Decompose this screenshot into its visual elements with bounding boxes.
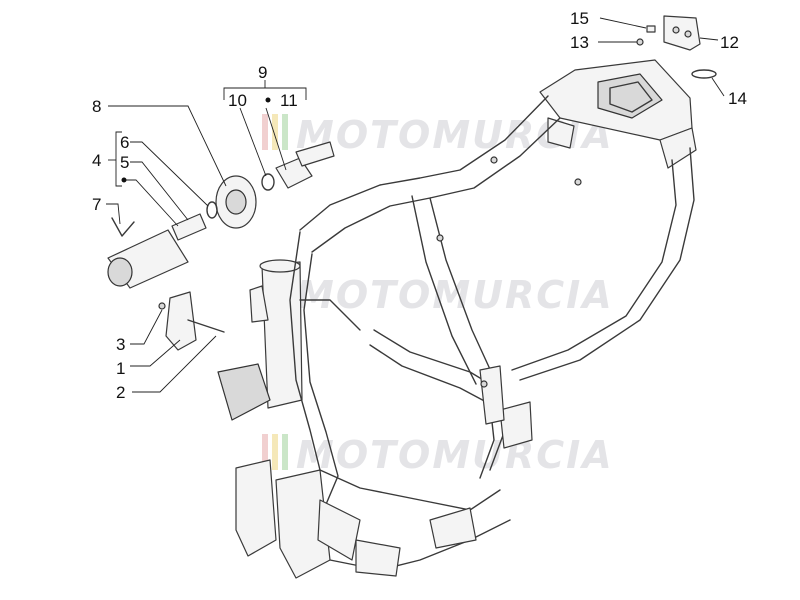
leader-lines [106, 17, 725, 393]
dot-marker [121, 177, 127, 183]
callouts: 15 13 12 14 9 10 11 8 6 4 5 7 3 1 2 [92, 9, 747, 402]
part-13-screw [636, 38, 644, 46]
callout-2: 2 [116, 383, 125, 402]
callout-3: 3 [116, 335, 125, 354]
callout-7: 7 [92, 195, 101, 214]
part-3-lever [158, 291, 197, 351]
dot-marker [265, 97, 271, 103]
scooter-frame [217, 59, 697, 579]
part-14-clip-ring [691, 69, 717, 79]
callout-9: 9 [258, 63, 267, 82]
callout-14: 14 [728, 89, 747, 108]
part-8-hub [215, 175, 257, 229]
callout-13: 13 [570, 33, 589, 52]
part-12-bracket [663, 15, 701, 51]
callout-8: 8 [92, 97, 101, 116]
watermark-bottom: MOTOMURCIA [262, 433, 614, 477]
callout-11: 11 [280, 91, 298, 110]
watermark-text: MOTOMURCIA [296, 273, 614, 317]
part-5-latch [171, 213, 207, 241]
callout-10: 10 [228, 91, 247, 110]
part-2-pin [187, 319, 225, 333]
callout-4: 4 [92, 151, 101, 170]
part-10-ring [261, 173, 275, 191]
callout-6: 6 [120, 133, 129, 152]
part-6-ring [206, 201, 218, 219]
watermark-text: MOTOMURCIA [296, 433, 614, 477]
part-7-cylinder-cover [107, 217, 189, 289]
callout-1: 1 [116, 359, 125, 378]
callout-12: 12 [720, 33, 739, 52]
part-15-bolt [646, 25, 656, 33]
callout-15: 15 [570, 9, 589, 28]
callout-5: 5 [120, 153, 129, 172]
